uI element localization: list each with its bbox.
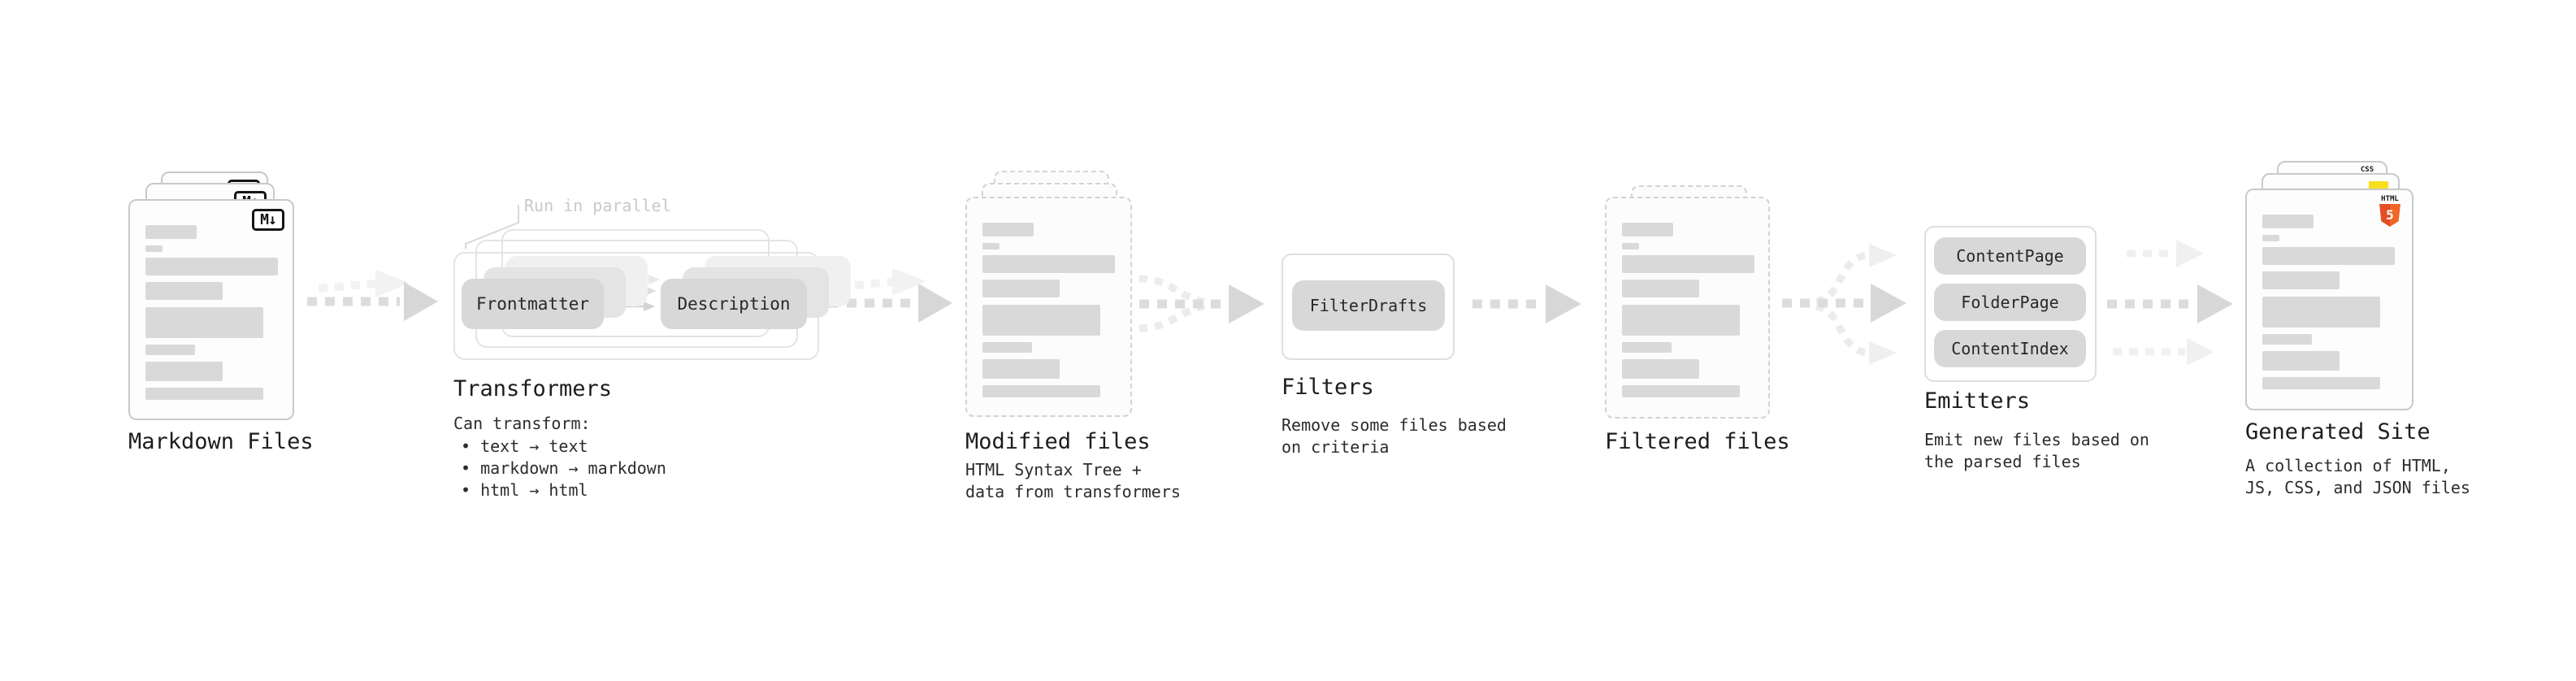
description-box: Description — [661, 279, 807, 329]
skeleton-text-bar — [982, 342, 1032, 353]
transformers-bullet: • text → text — [461, 436, 588, 456]
filtered-files-label: Filtered files — [1605, 429, 1790, 454]
frontmatter-box: Frontmatter — [462, 279, 604, 329]
contentindex-box: ContentIndex — [1934, 330, 2086, 367]
filtered-page-front — [1605, 197, 1770, 419]
skeleton-text-bar — [1622, 255, 1754, 273]
skeleton-text-bar — [982, 385, 1100, 397]
skeleton-text-bar — [145, 388, 263, 400]
html5-icon: HTML 5 — [2378, 195, 2402, 227]
transformers-label: Transformers — [453, 376, 613, 401]
skeleton-text-bar — [145, 225, 197, 239]
generated-page-html: HTML 5 — [2245, 189, 2413, 410]
skeleton-text-bar — [1622, 359, 1699, 379]
skeleton-text-bar — [2262, 377, 2380, 389]
modified-files-caption: HTML Syntax Tree + — [965, 460, 1142, 479]
arrow-filtered-to-emitters — [1782, 244, 1906, 365]
skeleton-text-bar — [145, 282, 223, 300]
filters-caption: Remove some files based — [1281, 415, 1507, 435]
emitters-caption: Emit new files based on — [1924, 430, 2149, 449]
skeleton-text-bar — [982, 359, 1060, 379]
generated-site-caption: JS, CSS, and JSON files — [2245, 478, 2470, 497]
skeleton-text-bar — [145, 245, 163, 252]
emitters-label: Emitters — [1924, 388, 2031, 414]
skeleton-text-bar — [1622, 342, 1672, 353]
skeleton-text-bar — [2262, 215, 2314, 228]
modified-files-label: Modified files — [965, 429, 1151, 454]
skeleton-text-bar — [1622, 385, 1740, 397]
skeleton-text-bar — [982, 280, 1060, 297]
generated-site-caption: A collection of HTML, — [2245, 456, 2451, 475]
emitters-caption: the parsed files — [1924, 452, 2081, 471]
markdown-files-label: Markdown Files — [128, 429, 314, 454]
skeleton-text-bar — [1622, 223, 1673, 236]
generated-site-label: Generated Site — [2245, 419, 2431, 445]
filters-label: Filters — [1281, 375, 1374, 400]
markdown-page-front: M↓ — [128, 199, 294, 420]
modified-files-caption: data from transformers — [965, 482, 1181, 501]
skeleton-text-bar — [2262, 297, 2380, 327]
filterdrafts-box: FilterDrafts — [1292, 280, 1445, 331]
skeleton-text-bar — [1622, 280, 1699, 297]
skeleton-text-bar — [145, 345, 195, 355]
skeleton-text-bar — [1622, 243, 1639, 249]
skeleton-text-bar — [2262, 334, 2312, 345]
transformers-caption-intro: Can transform: — [453, 414, 591, 433]
contentpage-box: ContentPage — [1934, 237, 2086, 275]
filters-caption: on criteria — [1281, 437, 1390, 457]
run-in-parallel-annotation: Run in parallel — [524, 196, 671, 215]
skeleton-text-bar — [982, 223, 1034, 236]
folderpage-box: FolderPage — [1934, 284, 2086, 321]
skeleton-text-bar — [145, 307, 263, 338]
arrow-markdown-to-transformers — [307, 270, 438, 321]
html5-shield: 5 — [2379, 204, 2400, 227]
skeleton-text-bar — [2262, 351, 2340, 371]
transformers-bullet: • html → html — [461, 480, 588, 500]
skeleton-text-bar — [2262, 235, 2279, 241]
modified-page-front — [965, 197, 1132, 417]
skeleton-text-bar — [145, 362, 223, 381]
arrow-modified-to-filters — [1138, 275, 1264, 332]
skeleton-text-bar — [982, 305, 1100, 336]
skeleton-text-bar — [1622, 305, 1740, 336]
skeleton-text-bar — [982, 255, 1115, 273]
skeleton-text-bar — [2262, 271, 2340, 289]
skeleton-text-bar — [982, 243, 1000, 249]
skeleton-text-bar — [2262, 247, 2395, 265]
transformers-bullet: • markdown → markdown — [461, 458, 666, 478]
markdown-icon: M↓ — [252, 209, 284, 231]
arrow-emitters-to-generated — [2107, 240, 2233, 366]
arrow-filters-to-filtered — [1472, 284, 1581, 323]
skeleton-text-bar — [145, 258, 278, 275]
